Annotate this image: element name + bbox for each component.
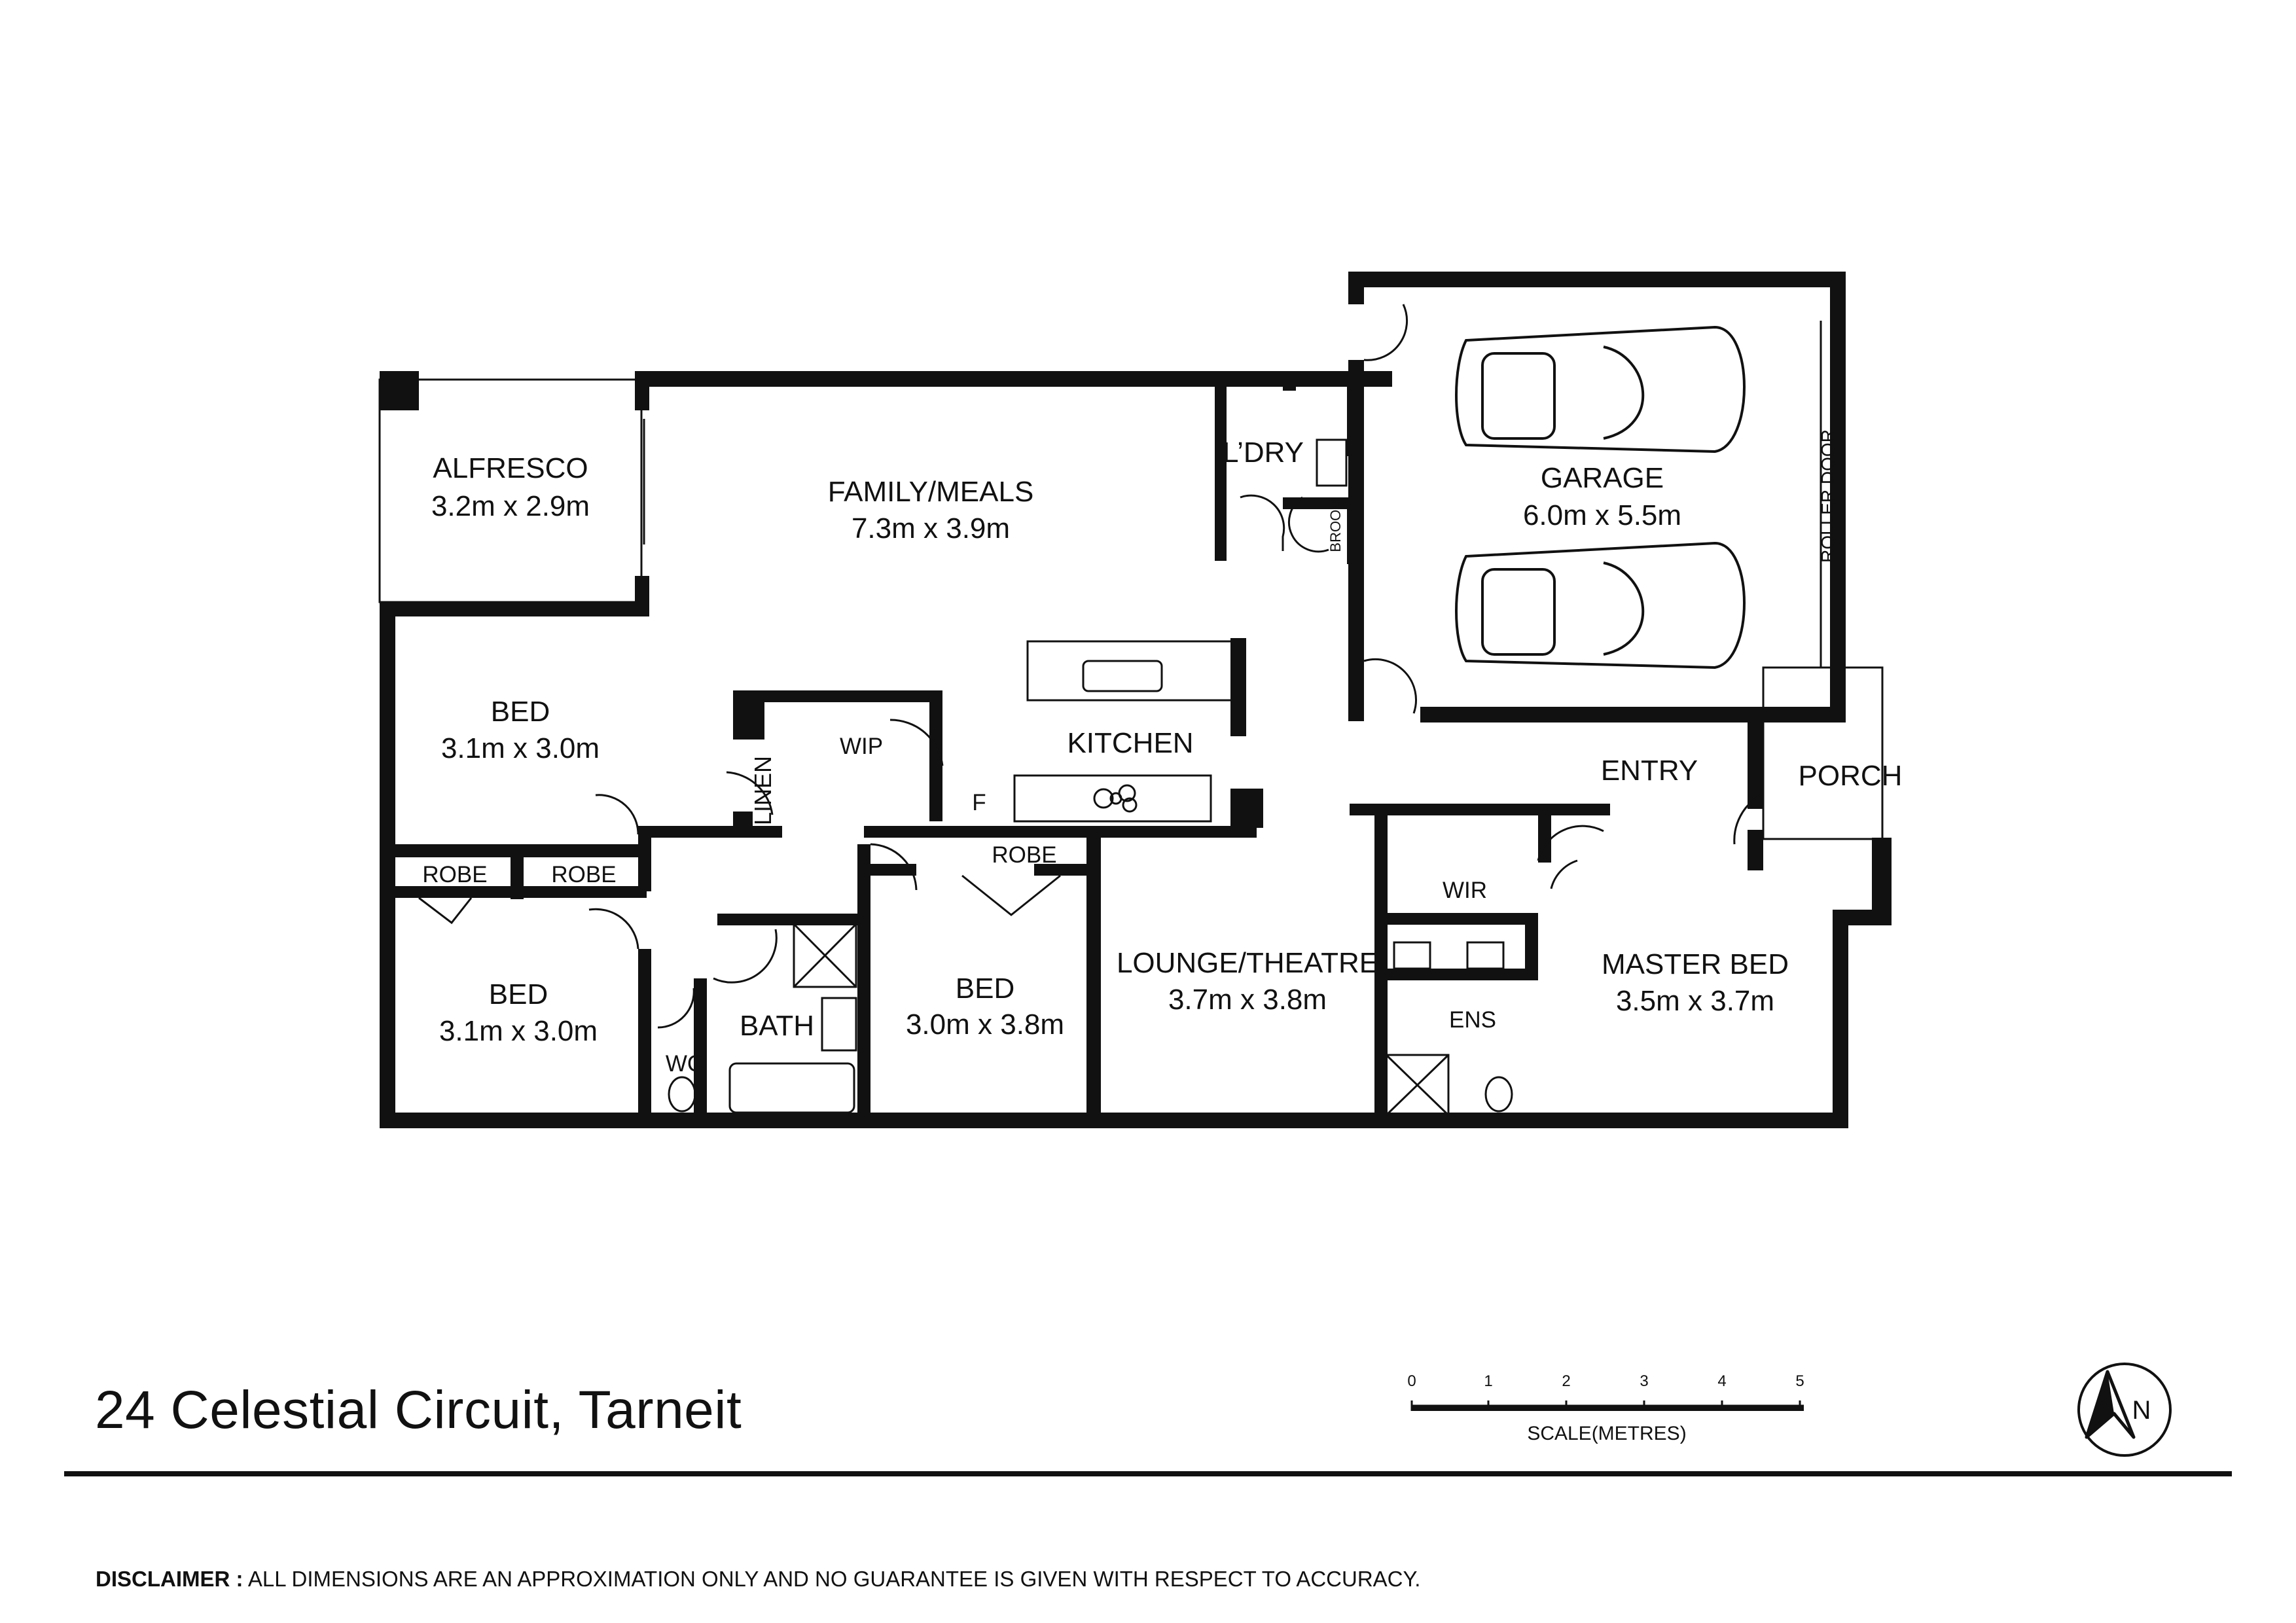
scale-tick-5: 5 [1795, 1372, 1804, 1390]
room-porch-name: PORCH [1799, 760, 1903, 792]
disclaimer-text: ALL DIMENSIONS ARE AN APPROXIMATION ONLY… [243, 1567, 1421, 1591]
room-garage-name: GARAGE [1541, 462, 1664, 494]
disclaimer-label: DISCLAIMER : [96, 1567, 243, 1591]
room-alfresco-dims: 3.2m x 2.9m [431, 490, 590, 522]
room-wip-name: WIP [840, 734, 883, 759]
scale-bar: 0 1 2 3 4 5 SCALE(METRES) [1407, 1372, 1804, 1444]
bath-fixtures [668, 438, 1513, 1116]
room-wc-name: WC [666, 1051, 704, 1077]
room-bed2-dims: 3.1m x 3.0m [439, 1015, 598, 1047]
room-master-name: MASTER BED [1602, 948, 1789, 980]
room-labels: ALFRESCO 3.2m x 2.9m FAMILY/MEALS 7.3m x… [431, 437, 1903, 1047]
room-roller-door-name: ROLLER DOOR [1818, 429, 1838, 563]
footer-divider [64, 1471, 2232, 1476]
compass-label: N [2132, 1396, 2151, 1425]
room-alfresco-name: ALFRESCO [433, 452, 588, 484]
room-bed1-name: BED [491, 696, 550, 728]
room-master-dims: 3.5m x 3.7m [1616, 985, 1774, 1017]
scale-tick-1: 1 [1484, 1372, 1492, 1390]
room-robe3-name: ROBE [992, 842, 1056, 868]
small-labels: WIP F ROBE ROBE ROBE WC WIR ENS [422, 734, 1496, 1077]
room-entry-name: ENTRY [1601, 755, 1698, 787]
kitchen-fixtures [1013, 640, 1233, 823]
room-kitchen-name: KITCHEN [1067, 727, 1193, 759]
scale-tick-4: 4 [1717, 1372, 1726, 1390]
room-fridge-name: F [972, 790, 986, 815]
room-bed3-name: BED [956, 972, 1014, 1005]
room-family-name: FAMILY/MEALS [828, 476, 1034, 508]
room-ens-name: ENS [1449, 1007, 1496, 1033]
room-bath-name: BATH [740, 1010, 814, 1042]
room-bed1-dims: 3.1m x 3.0m [441, 732, 600, 764]
scale-label: SCALE(METRES) [1527, 1423, 1686, 1444]
room-bed3-dims: 3.0m x 3.8m [906, 1008, 1064, 1041]
car-icon [1455, 325, 1746, 669]
room-garage-dims: 6.0m x 5.5m [1523, 499, 1681, 531]
room-robe1-name: ROBE [422, 862, 487, 887]
scale-tick-3: 3 [1640, 1372, 1648, 1390]
room-lounge-name: LOUNGE/THEATRE [1117, 947, 1378, 979]
room-lounge-dims: 3.7m x 3.8m [1168, 984, 1327, 1016]
room-robe2-name: ROBE [551, 862, 616, 887]
doors [418, 304, 1761, 1029]
room-family-dims: 7.3m x 3.9m [852, 512, 1010, 544]
room-linen-name: LINEN [749, 756, 776, 825]
room-broom-name: BROOM [1327, 497, 1344, 552]
windows [386, 321, 1842, 1122]
walls [380, 272, 1892, 1128]
disclaimer: DISCLAIMER : ALL DIMENSIONS ARE AN APPRO… [96, 1567, 1420, 1592]
scale-tick-2: 2 [1562, 1372, 1570, 1390]
room-bed2-name: BED [489, 978, 548, 1010]
room-laundry-name: L’DRY [1223, 437, 1304, 469]
compass-icon: N [2077, 1363, 2172, 1457]
property-address: 24 Celestial Circuit, Tarneit [95, 1380, 742, 1440]
room-wir-name: WIR [1443, 878, 1487, 903]
rotated-labels: LINEN BROOM ROLLER DOOR [749, 429, 1838, 825]
scale-tick-0: 0 [1407, 1372, 1416, 1390]
